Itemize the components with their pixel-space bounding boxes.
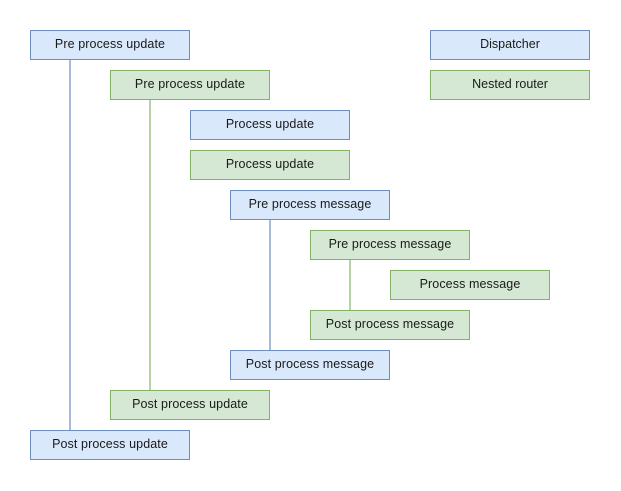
node-n10[interactable]: Post process update	[110, 390, 270, 420]
legend-label: Dispatcher	[480, 37, 540, 52]
node-n7[interactable]: Process message	[390, 270, 550, 300]
node-label: Pre process update	[134, 77, 246, 92]
node-n4[interactable]: Process update	[190, 150, 350, 180]
node-n9[interactable]: Post process message	[230, 350, 390, 380]
node-n11[interactable]: Post process update	[30, 430, 190, 460]
node-n6[interactable]: Pre process message	[310, 230, 470, 260]
node-label: Post process update	[52, 437, 168, 452]
node-label: Process update	[225, 157, 315, 172]
node-label: Process message	[419, 277, 521, 292]
node-n3[interactable]: Process update	[190, 110, 350, 140]
node-label: Post process update	[132, 397, 248, 412]
node-label: Post process message	[325, 317, 455, 332]
node-label: Pre process message	[328, 237, 452, 252]
node-n1[interactable]: Pre process update	[30, 30, 190, 60]
node-n2[interactable]: Pre process update	[110, 70, 270, 100]
legend-nested-router[interactable]: Nested router	[430, 70, 590, 100]
node-label: Pre process message	[248, 197, 372, 212]
node-n8[interactable]: Post process message	[310, 310, 470, 340]
node-label: Process update	[225, 117, 315, 132]
node-label: Post process message	[245, 357, 375, 372]
node-label: Pre process update	[54, 37, 166, 52]
node-n5[interactable]: Pre process message	[230, 190, 390, 220]
legend-label: Nested router	[472, 77, 548, 92]
legend-dispatcher[interactable]: Dispatcher	[430, 30, 590, 60]
